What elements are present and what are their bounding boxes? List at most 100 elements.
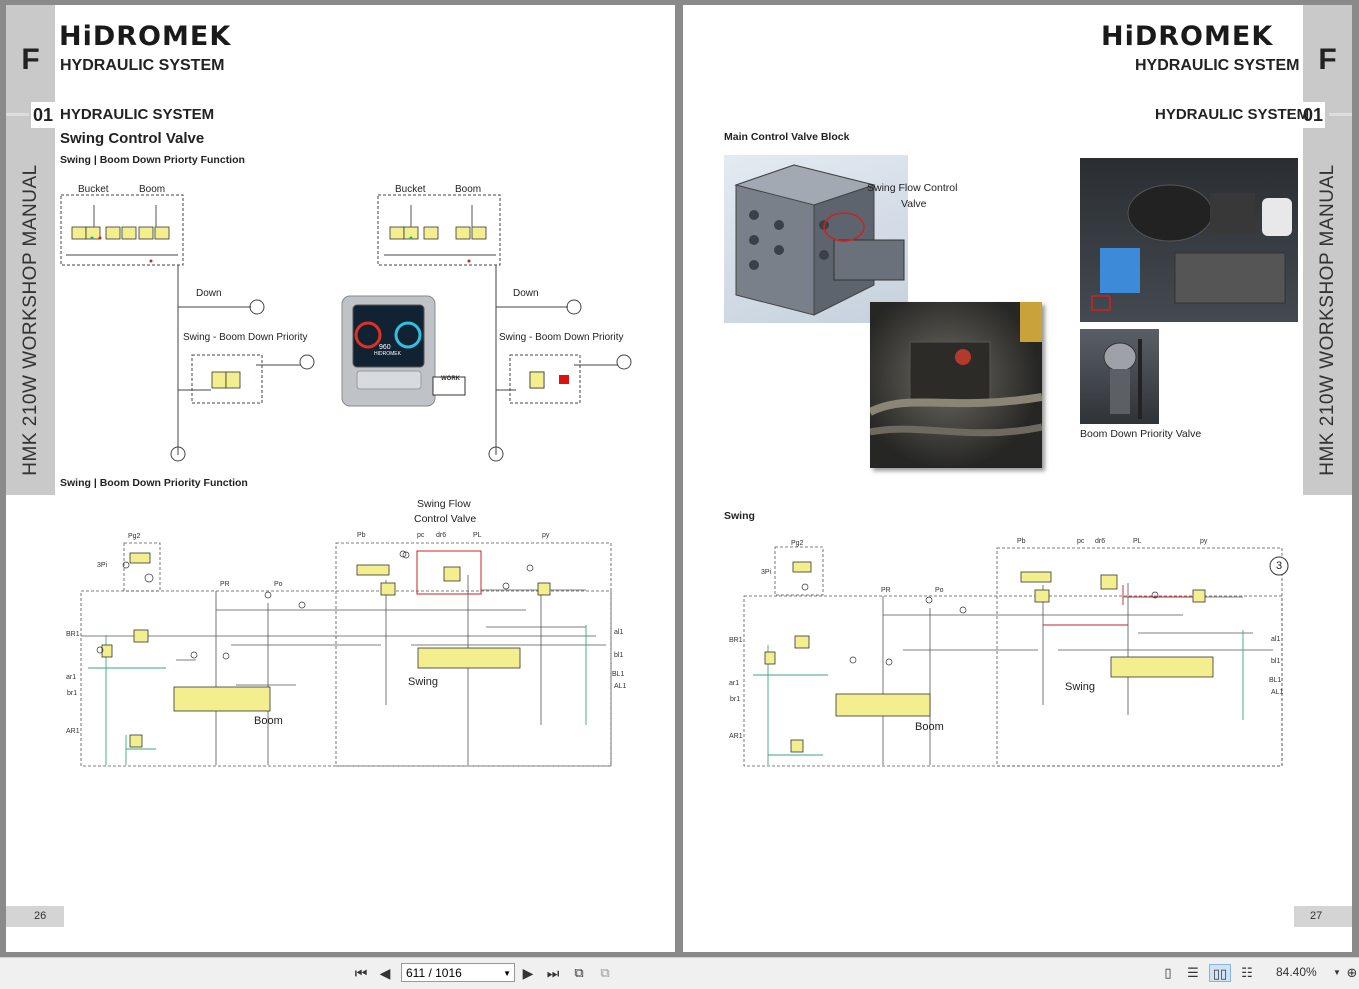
port-pr: PR	[220, 581, 230, 588]
port-AL1: AL1	[614, 683, 627, 690]
brand-logo: HiDROMEK	[1101, 21, 1274, 52]
port-po: Po	[935, 587, 944, 594]
go-back-view-icon[interactable]: ⧉	[574, 965, 584, 980]
valve-photo	[870, 302, 1042, 468]
label-boom: Boom	[455, 184, 482, 195]
last-page-icon[interactable]: ⏭	[546, 965, 560, 981]
port-br1: br1	[730, 696, 741, 703]
chapter-letter: F	[1318, 43, 1337, 76]
display-brand: HIDROMEK	[374, 351, 401, 357]
port-bl1: bl1	[1271, 658, 1281, 665]
port-BL1: BL1	[1269, 677, 1282, 684]
zoom-level[interactable]: 84.40%	[1276, 965, 1317, 979]
port-br1: br1	[67, 690, 78, 697]
label-swing-flow: Swing Flow	[417, 498, 471, 510]
port-dr6: dr6	[436, 532, 447, 539]
display-rpm: 960	[379, 344, 391, 351]
label-bucket: Bucket	[395, 184, 426, 195]
divider	[1329, 113, 1352, 116]
label-swing: Swing	[1065, 681, 1095, 693]
section-number: 01	[31, 102, 55, 128]
engine-bay-photo	[1080, 158, 1298, 322]
right-page: F HMK 210W WORKSHOP MANUAL 01 HiDROMEK H…	[683, 5, 1352, 952]
port-pr: PR	[881, 587, 891, 594]
port-al1: al1	[614, 629, 624, 636]
single-page-view-icon[interactable]: ▯	[1164, 965, 1172, 980]
label-down: Down	[196, 288, 222, 299]
chevron-down-icon[interactable]: ▼	[503, 969, 511, 978]
page-number: 26	[6, 906, 64, 927]
port-BR1: BR1	[729, 637, 743, 644]
label-boom: Boom	[915, 721, 944, 733]
figure-caption: Swing	[724, 510, 755, 522]
chapter-sidebar: F HMK 210W WORKSHOP MANUAL	[6, 5, 55, 495]
port-dr6: dr6	[1095, 538, 1106, 545]
priority-valve-photo	[1080, 329, 1159, 424]
viewer-toolbar: ⏮ ◀ 611 / 1016▼ ▶ ⏭ ⧉ ⧉ ▯ ☰ ▯▯ ☷ 84.40% …	[0, 957, 1359, 989]
port-bl1: bl1	[614, 652, 624, 659]
figure-caption: Swing | Boom Down Priorty Function	[60, 154, 245, 166]
valve-block-render	[724, 155, 908, 323]
port-pc: pc	[417, 532, 425, 539]
port-pc: pc	[1077, 538, 1085, 545]
label-priority: Swing - Boom Down Priority	[499, 332, 624, 343]
figure-caption: Swing | Boom Down Priority Function	[60, 477, 248, 489]
label-priority: Swing - Boom Down Priority	[183, 332, 308, 343]
label-bucket: Bucket	[78, 184, 109, 195]
continuous-view-icon[interactable]: ☰	[1187, 965, 1199, 980]
port-pg2: Pg2	[791, 540, 804, 547]
zoom-dropdown-icon[interactable]: ▼	[1333, 968, 1341, 977]
port-pg2: Pg2	[128, 533, 141, 540]
figure-caption: Main Control Valve Block	[724, 131, 850, 143]
port-py: py	[542, 532, 550, 539]
page-number-input[interactable]: 611 / 1016▼	[401, 963, 515, 982]
caption-priority-valve: Boom Down Priority Valve	[1080, 428, 1202, 440]
port-BR1: BR1	[66, 631, 80, 638]
callout-valve: Valve	[901, 198, 927, 210]
port-3pi: 3Pi	[97, 562, 108, 569]
port-po: Po	[274, 581, 283, 588]
callout-circle	[1269, 556, 1289, 576]
port-pl: PL	[473, 532, 482, 539]
port-ar1: ar1	[66, 674, 77, 681]
section-number: 01	[1301, 102, 1325, 128]
zoom-in-icon[interactable]: ⊕	[1346, 965, 1358, 980]
callout-swing-flow: Swing Flow Control	[867, 182, 958, 194]
port-pb: Pb	[1017, 538, 1026, 545]
label-boom: Boom	[254, 715, 283, 727]
port-AR1: AR1	[66, 728, 80, 735]
port-al1: al1	[1271, 636, 1281, 643]
first-page-icon[interactable]: ⏮	[354, 965, 368, 981]
two-page-view-icon[interactable]: ▯▯	[1209, 964, 1231, 982]
chapter-letter: F	[21, 43, 40, 76]
section-title: HYDRAULIC SYSTEM	[1155, 106, 1310, 123]
two-page-continuous-icon[interactable]: ☷	[1241, 965, 1253, 980]
callout-number: 3	[1276, 560, 1283, 572]
page-header: HYDRAULIC SYSTEM	[1135, 57, 1300, 74]
port-pb: Pb	[357, 532, 366, 539]
indicator-red	[559, 375, 569, 384]
left-page: F HMK 210W WORKSHOP MANUAL 01 HiDROMEK H…	[6, 5, 675, 952]
label-boom: Boom	[139, 184, 166, 195]
port-py: py	[1200, 538, 1208, 545]
swing-boom-schematic	[80, 542, 612, 767]
page-subtitle: Swing Control Valve	[60, 130, 205, 147]
page-number: 27	[1294, 906, 1352, 927]
port-BL1: BL1	[612, 671, 625, 678]
divider	[6, 113, 29, 116]
port-AR1: AR1	[729, 733, 743, 740]
label-swing: Swing	[408, 676, 438, 688]
boom-priority-circuit	[60, 194, 632, 462]
next-page-icon[interactable]: ▶	[522, 965, 534, 981]
swing-schematic	[743, 546, 1289, 767]
label-down: Down	[513, 288, 539, 299]
work-mode-badge: WORK	[441, 376, 460, 382]
port-ar1: ar1	[729, 680, 740, 687]
port-3pi: 3Pi	[761, 569, 772, 576]
go-forward-view-icon[interactable]: ⧉	[600, 965, 610, 980]
prev-page-icon[interactable]: ◀	[379, 965, 391, 981]
port-AL1: AL1	[1271, 689, 1284, 696]
section-title: HYDRAULIC SYSTEM	[60, 106, 215, 123]
brand-logo: HiDROMEK	[59, 21, 232, 52]
page-header: HYDRAULIC SYSTEM	[60, 57, 225, 74]
